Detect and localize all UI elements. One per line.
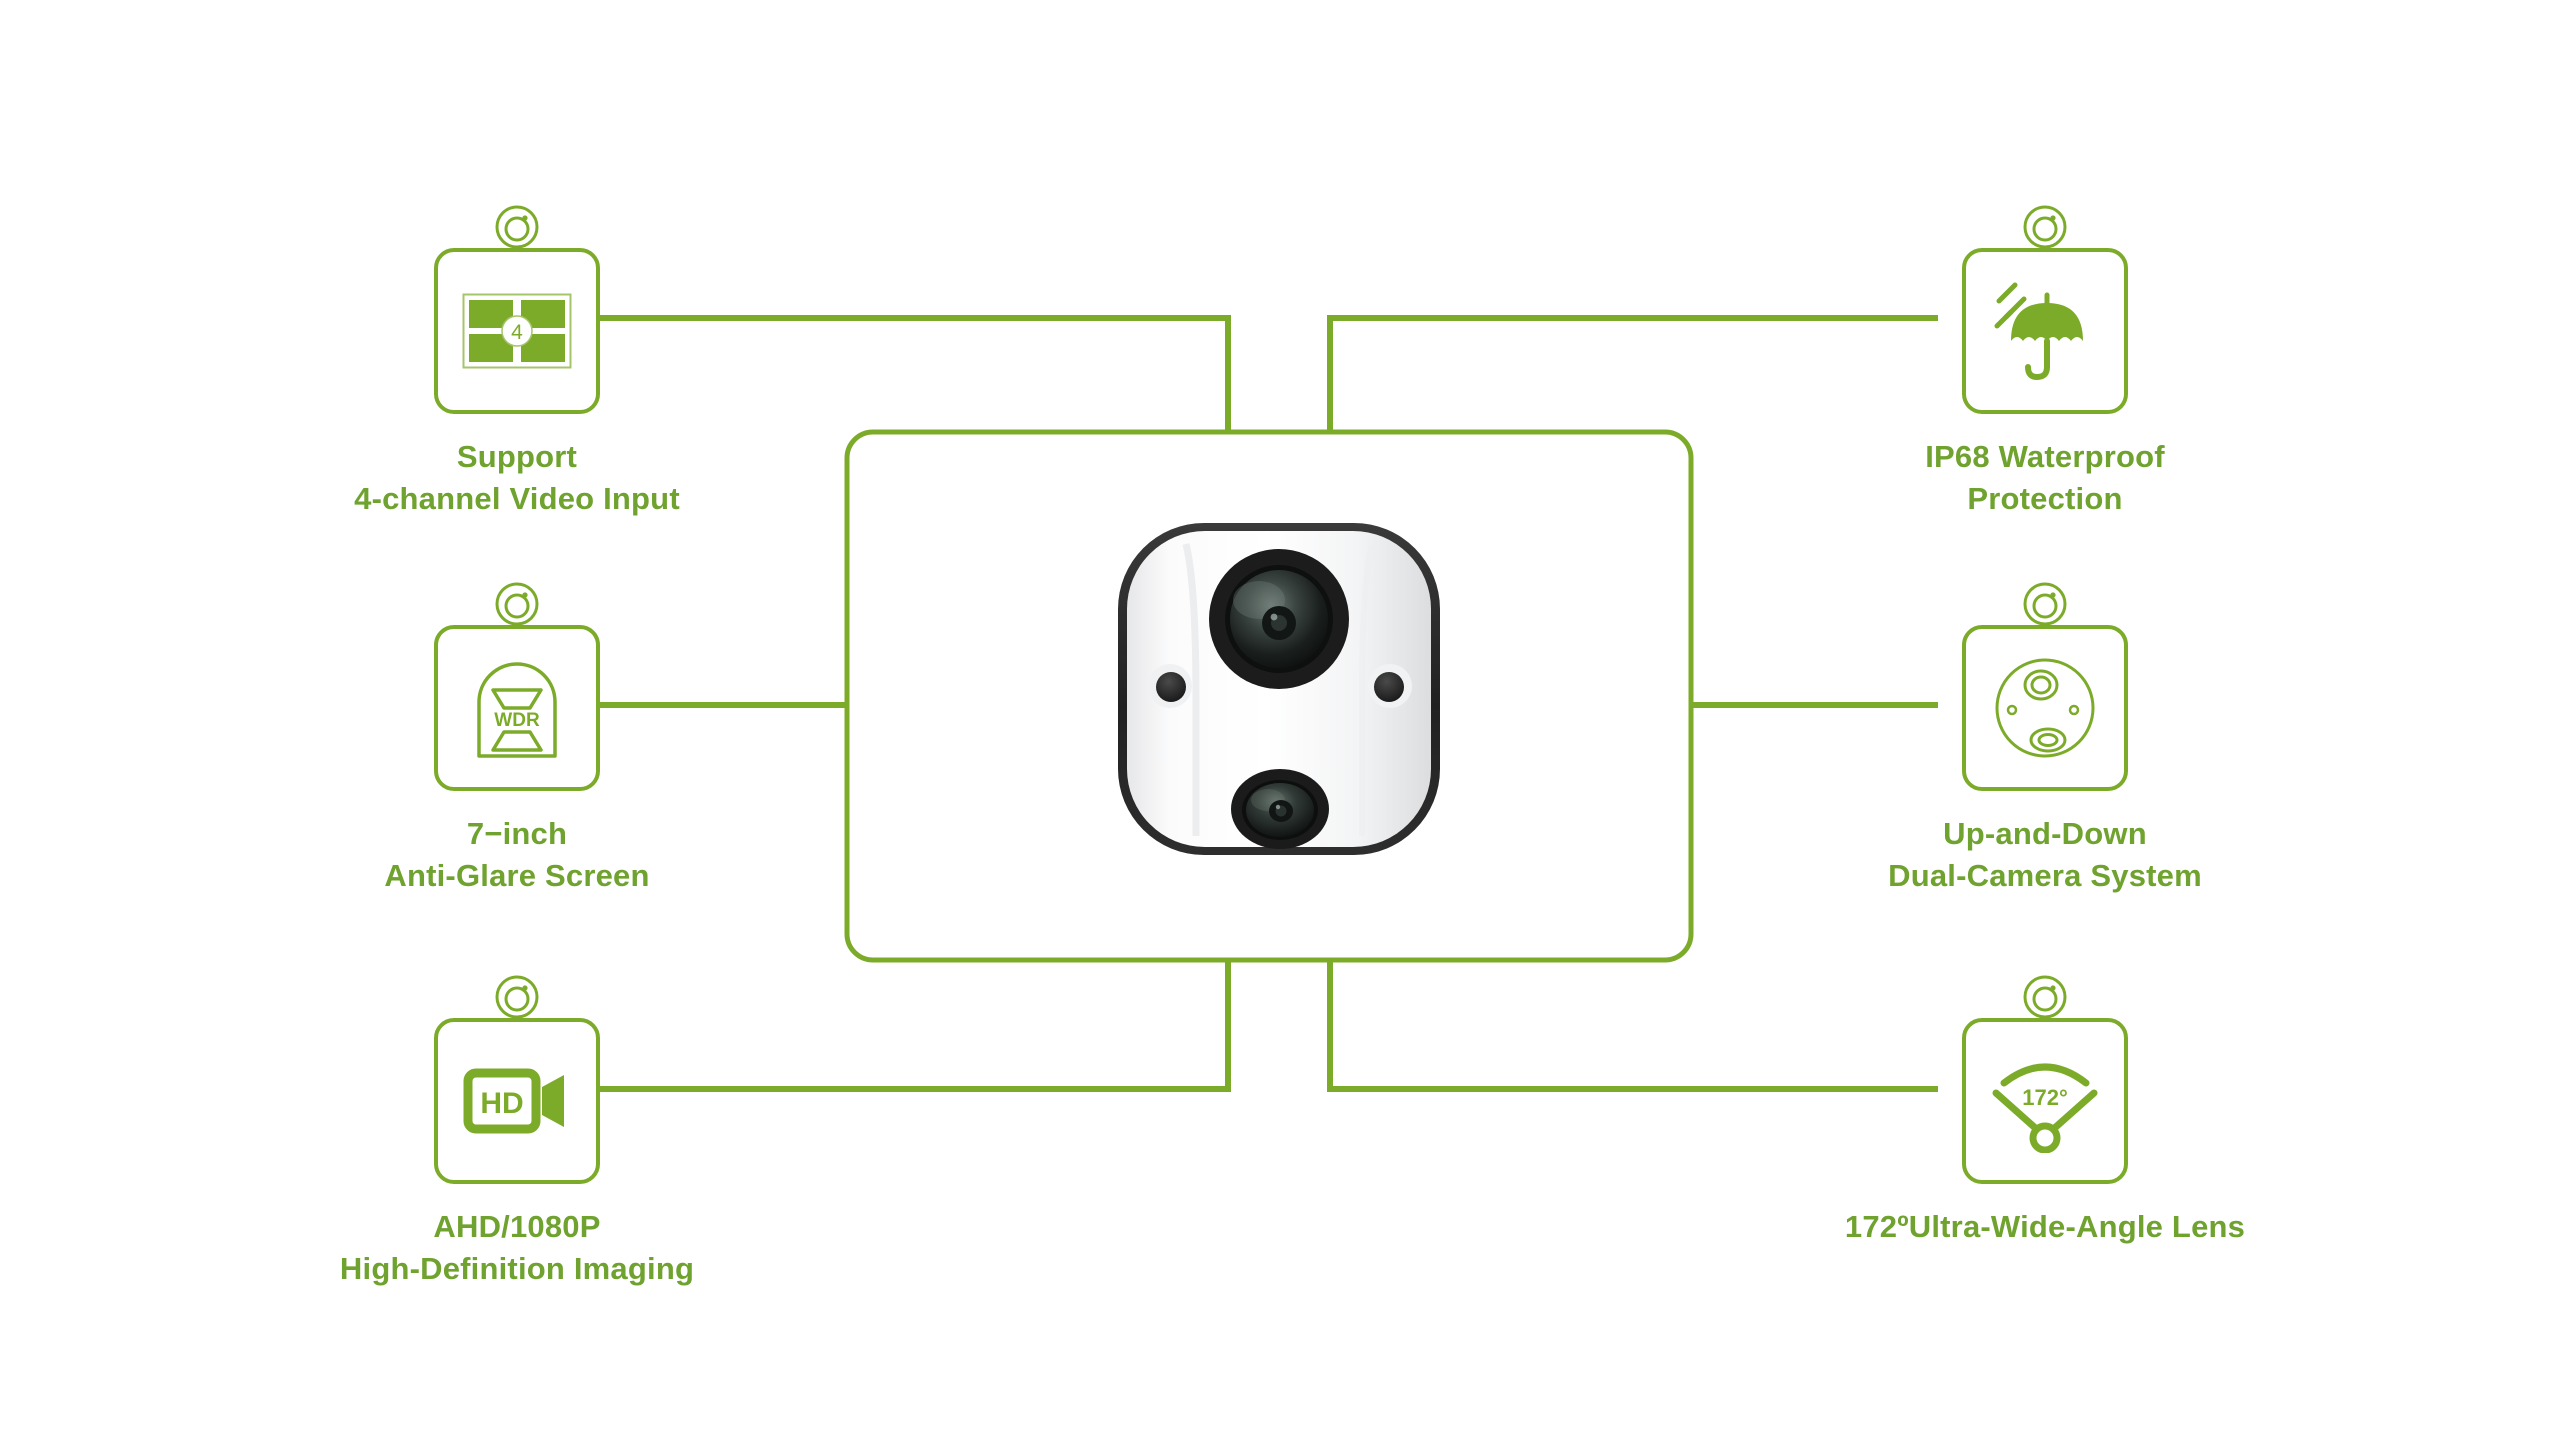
icon-box: 172° (1962, 1018, 2128, 1184)
icon-box: WDR (434, 625, 600, 791)
aperture-icon (495, 582, 539, 626)
connector-waterproof (1327, 315, 1938, 432)
caption-line-1: 7−inch (466, 816, 568, 851)
aperture-icon (495, 205, 539, 249)
icon-box (1962, 625, 2128, 791)
aperture-icon (2023, 975, 2067, 1019)
feature-caption: 7−inch Anti-Glare Screen (384, 813, 649, 897)
caption-line-1: AHD/1080P (433, 1209, 601, 1244)
feature-dual-camera-system[interactable]: Up-and-Down Dual-Camera System (1880, 582, 2210, 897)
feature-caption: Up-and-Down Dual-Camera System (1888, 813, 2202, 897)
caption-line-1: Up-and-Down (1943, 816, 2147, 851)
icon-shell: WDR (434, 582, 600, 791)
hd-video-camera-icon: HD (463, 1068, 564, 1134)
icon-shell: 4 (434, 205, 600, 414)
feature-ultra-wide-angle-lens[interactable]: 172° 172ºUltra-Wide-Angle Lens (1845, 975, 2245, 1248)
caption-line-1: Support (456, 439, 578, 474)
aperture-icon (2023, 582, 2067, 626)
feature-caption: 172ºUltra-Wide-Angle Lens (1845, 1206, 2245, 1248)
umbrella-rain-icon (1994, 282, 2083, 381)
caption-line-1: IP68 Waterproof (1925, 439, 2165, 474)
center-frame (844, 429, 1694, 963)
caption-line-2: Dual-Camera System (1888, 857, 2202, 893)
connector-widelens (1327, 960, 1938, 1092)
feature-caption: Support 4-channel Video Input (354, 436, 680, 520)
icon-box: 4 (434, 248, 600, 414)
icon-shell: HD (434, 975, 600, 1184)
caption-line-1: 172ºUltra-Wide-Angle Lens (1844, 1209, 2246, 1244)
caption-line-2: 4-channel Video Input (354, 480, 680, 516)
hd-label: HD (480, 1087, 523, 1120)
icon-shell: 172° (1962, 975, 2128, 1184)
icon-shell (1962, 582, 2128, 791)
wide-angle-gauge-icon: 172° (1992, 1063, 2098, 1153)
connector-channels (600, 315, 1231, 432)
feature-caption: AHD/1080P High-Definition Imaging (340, 1206, 694, 1290)
aperture-icon (2023, 205, 2067, 249)
channel-count-label: 4 (511, 321, 523, 344)
wdr-monitor-icon: WDR (477, 662, 557, 758)
icon-box: HD (434, 1018, 600, 1184)
icon-shell (1962, 205, 2128, 414)
aperture-icon (495, 975, 539, 1019)
caption-line-2: Protection (1967, 480, 2123, 516)
dual-lens-camera-face-icon (1995, 658, 2095, 758)
icon-box (1962, 248, 2128, 414)
connector-hd (600, 960, 1231, 1092)
caption-line-2: Anti-Glare Screen (384, 857, 650, 893)
feature-anti-glare-screen[interactable]: WDR 7−inch Anti-Glare Screen (352, 582, 682, 897)
feature-support-4-channel[interactable]: 4 Support 4-channel Video Input (352, 205, 682, 520)
feature-ip68-waterproof[interactable]: IP68 Waterproof Protection (1880, 205, 2210, 520)
feature-caption: IP68 Waterproof Protection (1925, 436, 2165, 520)
four-channel-grid-icon: 4 (462, 293, 572, 369)
angle-value-label: 172° (2022, 1085, 2068, 1110)
caption-line-2: High-Definition Imaging (339, 1250, 695, 1286)
feature-hd-imaging[interactable]: HD AHD/1080P High-Definition Imaging (340, 975, 694, 1290)
wdr-label: WDR (494, 710, 540, 731)
